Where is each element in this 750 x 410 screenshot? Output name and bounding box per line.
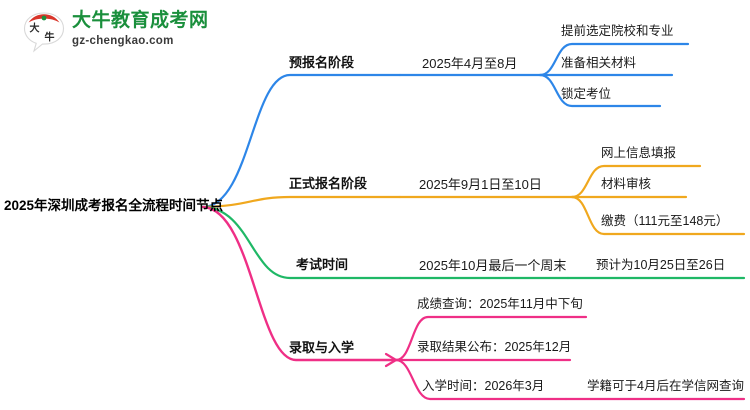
leaf-pink-2[interactable]: 录取结果公布：2025年12月: [417, 340, 572, 354]
branch-label-exam-time[interactable]: 考试时间: [296, 257, 349, 272]
edge-root-to-pink: [201, 205, 398, 362]
leaf-orange-2[interactable]: 材料审核: [601, 177, 652, 191]
leaf-pink-enrollment-note[interactable]: 学籍可于4月后在学信网查询: [587, 379, 744, 393]
leaf-green-1[interactable]: 预计为10月25日至26日: [596, 258, 726, 272]
leaf-pink-3[interactable]: 入学时间：2026年3月: [422, 379, 545, 393]
logo-en-name: gz-chengkao.com: [72, 34, 174, 47]
site-logo: 大 牛 大牛教育成考网 gz-chengkao.com: [22, 8, 234, 56]
leaf-orange-1[interactable]: 网上信息填报: [601, 146, 677, 160]
arrow-head-icon: [384, 352, 398, 368]
svg-text:牛: 牛: [45, 31, 55, 44]
branch-stage-exam-time[interactable]: 2025年10月最后一个周末: [419, 258, 567, 273]
branch-label-admission-enrollment[interactable]: 录取与入学: [289, 340, 355, 355]
logo-cn-name: 大牛教育成考网: [72, 10, 209, 31]
leaf-blue-3[interactable]: 锁定考位: [561, 87, 612, 101]
branch-label-formal-registration[interactable]: 正式报名阶段: [289, 176, 368, 191]
branch-label-pre-registration[interactable]: 预报名阶段: [289, 55, 355, 70]
leaf-blue-2[interactable]: 准备相关材料: [561, 56, 637, 70]
root-node-label[interactable]: 2025年深圳成考报名全流程时间节点: [4, 198, 224, 213]
logo-wordmark: 大牛教育成考网 gz-chengkao.com: [72, 10, 232, 47]
edge-root-to-orange: [201, 195, 402, 209]
bull-head-speech-bubble-icon: 大 牛: [22, 10, 66, 54]
svg-text:大: 大: [30, 22, 40, 35]
branch-stage-formal-registration[interactable]: 2025年9月1日至10日: [419, 177, 542, 192]
leaf-orange-3[interactable]: 缴费（111元至148元）: [601, 214, 729, 228]
leaf-pink-1[interactable]: 成绩查询：2025年11月中下旬: [417, 297, 583, 311]
leaf-blue-1[interactable]: 提前选定院校和专业: [561, 24, 674, 38]
branch-stage-pre-registration[interactable]: 2025年4月至8月: [422, 56, 518, 71]
